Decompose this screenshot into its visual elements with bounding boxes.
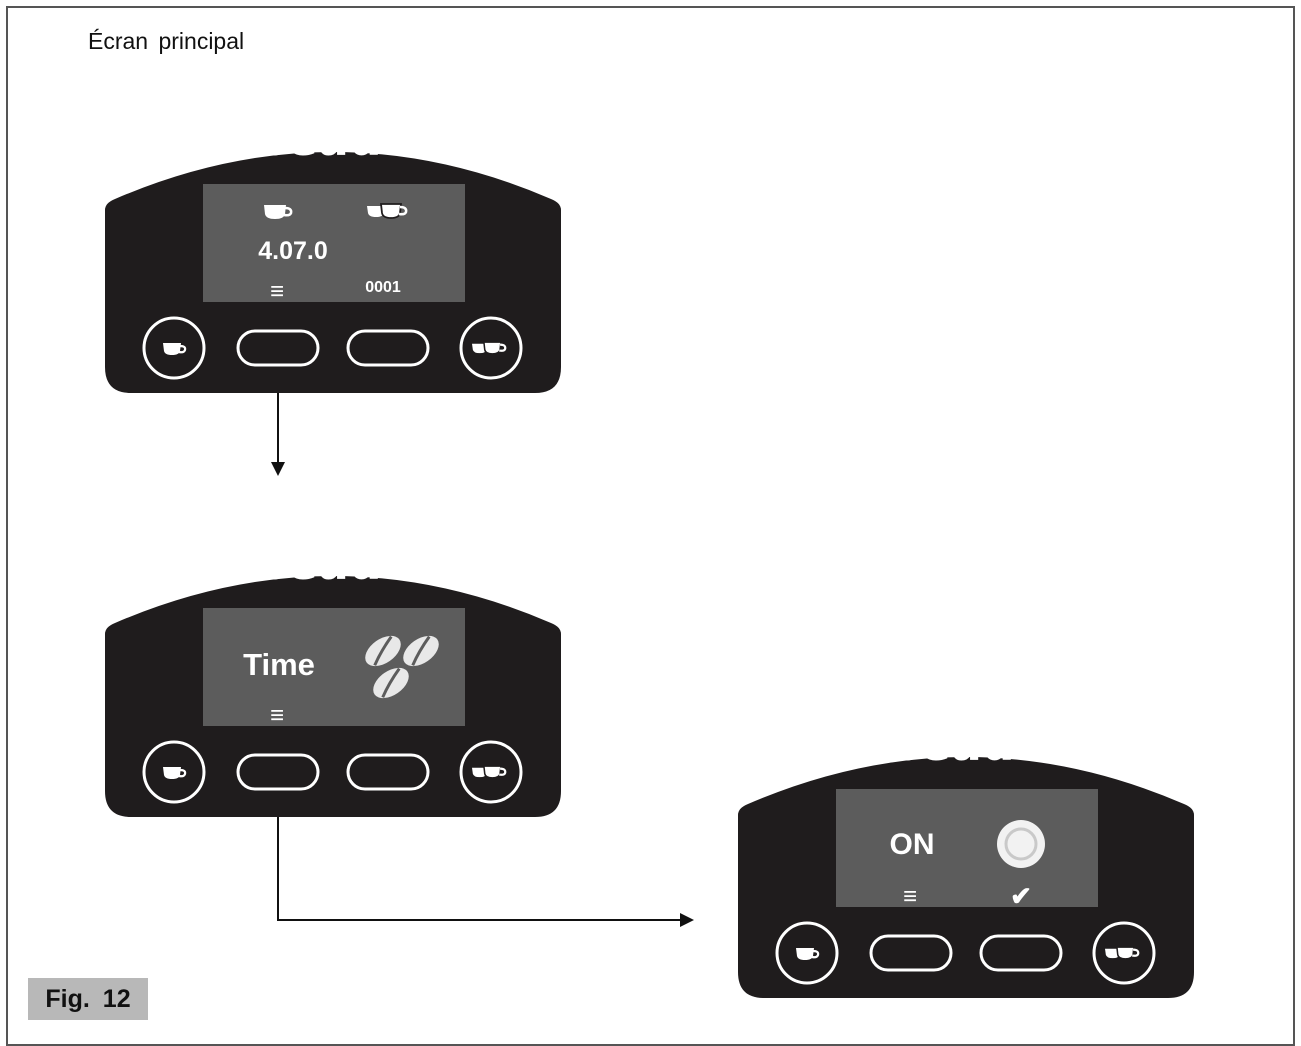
double-cup-button[interactable]: [1092, 921, 1156, 985]
dose-counter: 0001: [365, 279, 401, 296]
lcd-screen: [836, 789, 1098, 907]
lcd-screen: [203, 608, 465, 726]
panel-main-screen: Ceado 4.07.0 ≡ 0001: [105, 112, 561, 393]
menu-icon: ≡: [270, 278, 284, 305]
arrow-to-on-screen: [277, 776, 694, 927]
panel-on-screen: Ceado ON ≡ ✔: [738, 717, 1194, 998]
lcd-screen: [203, 184, 465, 302]
radio-selected-icon: [997, 820, 1045, 868]
menu-button[interactable]: [869, 934, 953, 972]
single-cup-button[interactable]: [142, 316, 206, 380]
ceado-logo: Ceado: [253, 536, 414, 590]
menu-icon: ≡: [903, 883, 917, 910]
blank-button[interactable]: [346, 753, 430, 791]
menu-button[interactable]: [236, 329, 320, 367]
confirm-button[interactable]: [979, 934, 1063, 972]
ceado-logo: Ceado: [886, 717, 1047, 771]
single-cup-button[interactable]: [775, 921, 839, 985]
menu-icon: ≡: [270, 702, 284, 729]
ceado-logo: Ceado: [253, 112, 414, 166]
on-label: ON: [890, 828, 935, 861]
checkmark-icon: ✔: [1010, 881, 1032, 911]
diagram-heading: Écran principal: [88, 28, 245, 54]
time-label: Time: [243, 647, 315, 682]
menu-button[interactable]: [236, 753, 320, 791]
double-cup-button[interactable]: [459, 316, 523, 380]
firmware-version: 4.07.0: [258, 237, 328, 265]
figure-label: Fig. 12: [28, 978, 148, 1020]
single-cup-button[interactable]: [142, 740, 206, 804]
double-cup-button[interactable]: [459, 740, 523, 804]
blank-button[interactable]: [346, 329, 430, 367]
panel-time-screen: Ceado Time ≡: [105, 536, 561, 817]
